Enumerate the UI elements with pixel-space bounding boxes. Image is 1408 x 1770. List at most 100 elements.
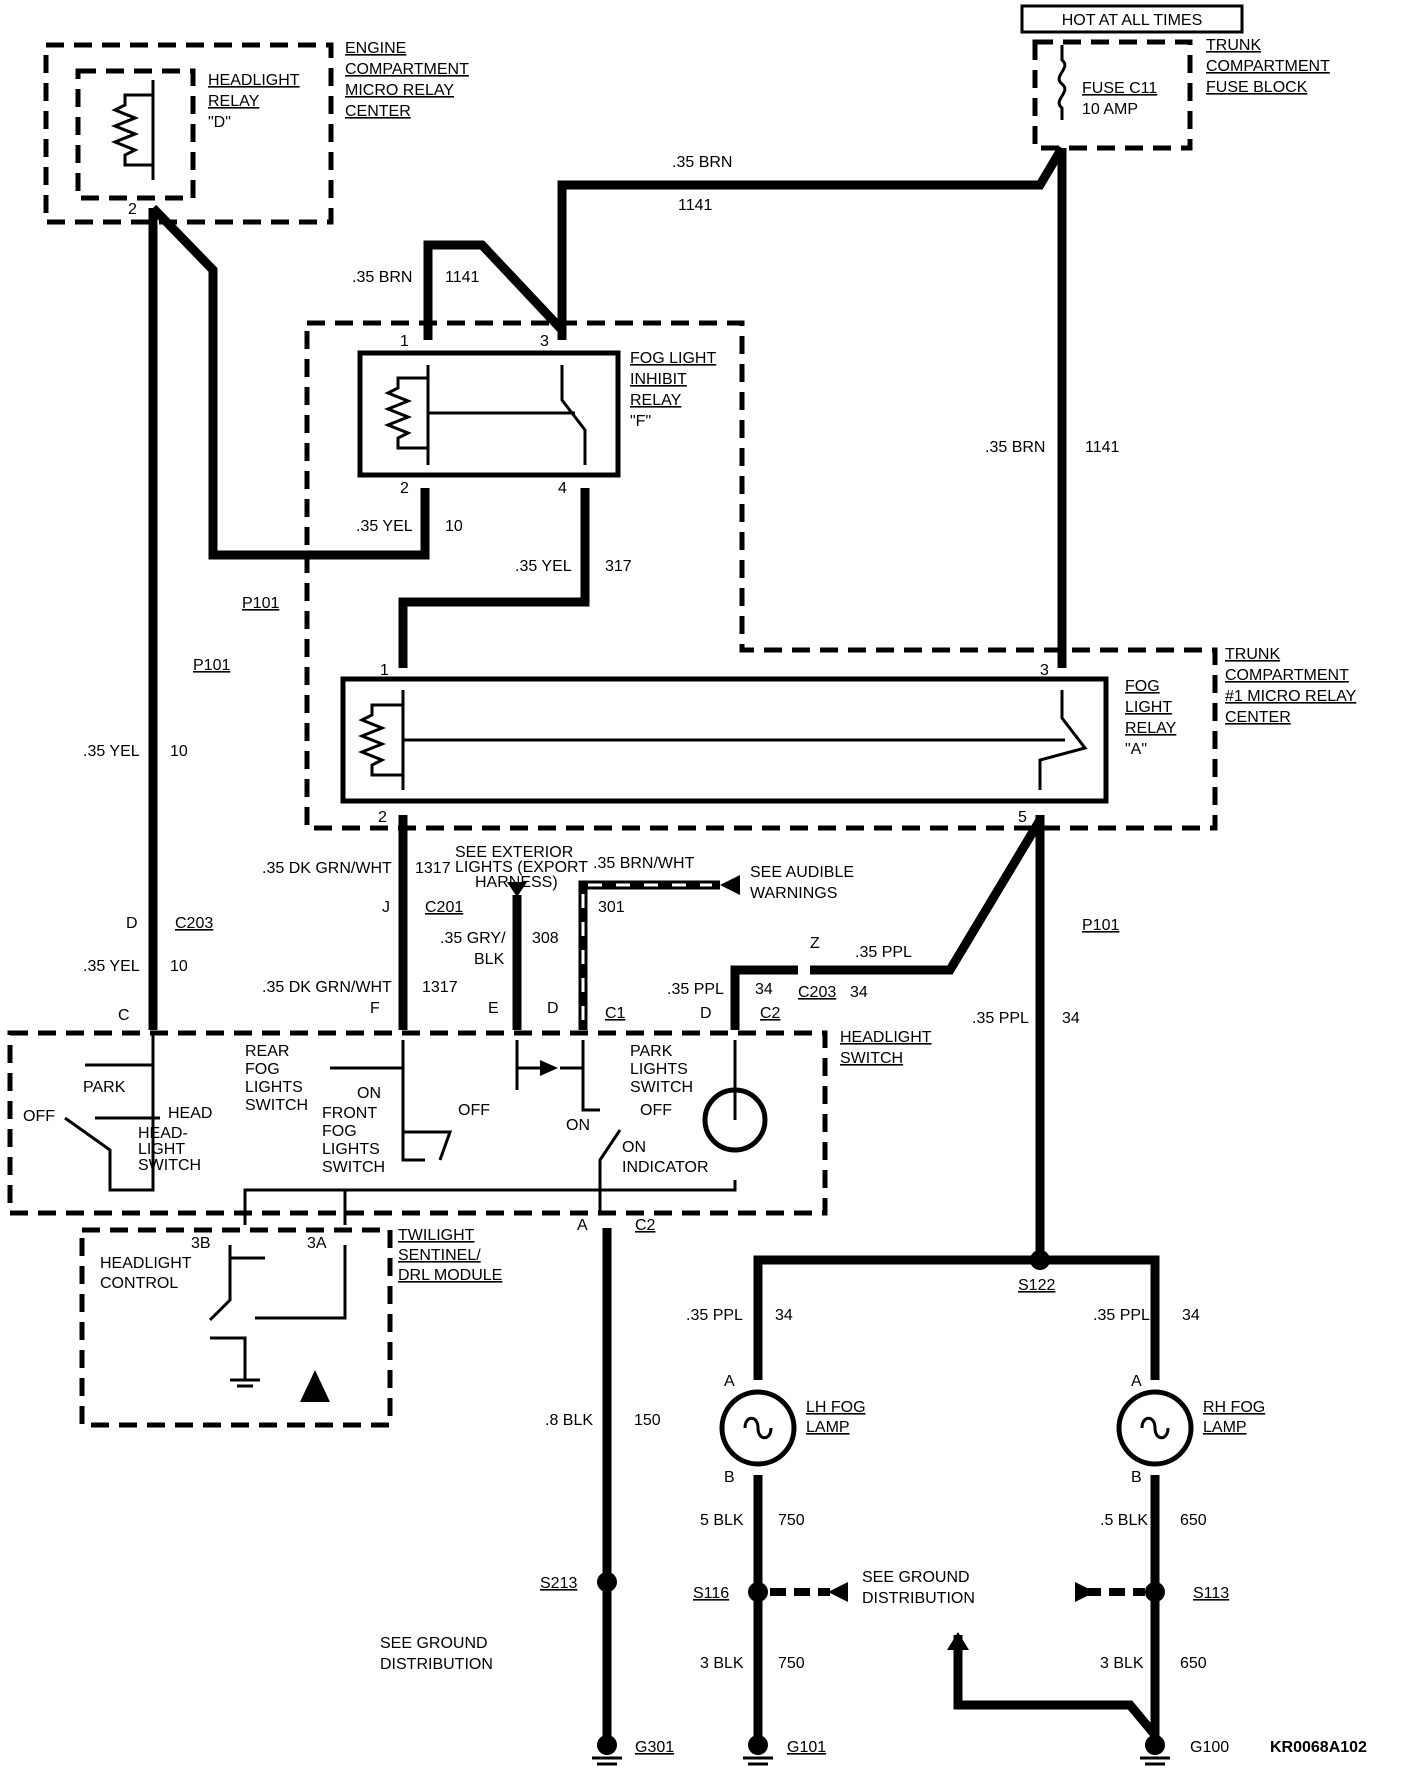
front-fog-4: SWITCH [322, 1159, 385, 1176]
trunk-fuse-block-box [1032, 39, 1193, 151]
p101-label-2: P101 [193, 657, 230, 674]
s116-dot [748, 1582, 768, 1602]
hs-off: OFF [23, 1108, 55, 1125]
twilight-label-2: SENTINEL/ [398, 1247, 481, 1264]
indicator-on: ON [622, 1139, 646, 1156]
trunk-relay-center-box [304, 320, 1218, 831]
inhibit-pin-4: 4 [558, 480, 567, 497]
trunk-relay-label-3: #1 MICRO RELAY [1225, 688, 1357, 705]
wire-code-1141-left: 1141 [445, 269, 480, 286]
ground-g100 [1140, 1735, 1170, 1766]
wire-label-yel-inhibit: .35 YEL [356, 518, 413, 535]
esd-symbol [300, 1370, 330, 1402]
fog-relay-contact [403, 690, 1088, 790]
inhibit-pin-1: 1 [400, 333, 409, 350]
lh-lamp-pin-b: B [724, 1469, 735, 1486]
fuse-rating: 10 AMP [1082, 101, 1138, 118]
front-fog-1: FRONT [322, 1105, 377, 1122]
hs-park: PARK [83, 1079, 126, 1096]
rh-lamp-label-1: RH FOG [1203, 1399, 1265, 1416]
twilight-pin-3a: 3A [307, 1235, 327, 1252]
twilight-label-1: TWILIGHT [398, 1227, 475, 1244]
c203-pin-d: D [126, 915, 138, 932]
wire-code-34-5: 34 [1182, 1307, 1200, 1324]
hot-label: HOT AT ALL TIMES [1062, 12, 1203, 29]
twilight-pin-3b: 3B [191, 1235, 211, 1252]
see-audible-1: SEE AUDIBLE [750, 864, 854, 881]
switch-pin-d2: D [700, 1005, 712, 1022]
trunk-relay-label-1: TRUNK [1225, 646, 1280, 663]
lh-fog-lamp [719, 1389, 797, 1467]
wire-code-1141-right: 1141 [1085, 439, 1120, 456]
wire-code-10-inhibit: 10 [445, 518, 463, 535]
wire-code-650-1: 650 [1180, 1512, 1207, 1529]
wire-label-blk5b: .5 BLK [1100, 1512, 1148, 1529]
wire-code-750-2: 750 [778, 1655, 805, 1672]
switch-pin-f: F [370, 1000, 380, 1017]
s113-dot [1145, 1582, 1165, 1602]
hot-label-box [1020, 4, 1244, 34]
wire-label-brnwht: .35 BRN/WHT [593, 855, 695, 872]
inhibit-pin-3: 3 [540, 333, 549, 350]
inhibit-relay-box [357, 350, 621, 478]
inhibit-relay-label-1: FOG LIGHT [630, 350, 716, 367]
p101-label-3: P101 [1082, 917, 1119, 934]
wire-label-brn-top: .35 BRN [672, 154, 732, 171]
fog-relay-label-1: FOG [1125, 678, 1160, 695]
rear-fog-4: SWITCH [245, 1097, 308, 1114]
s122-label: S122 [1018, 1277, 1055, 1294]
wire-code-301: 301 [598, 899, 625, 916]
lh-lamp-label-1: LH FOG [806, 1399, 866, 1416]
wire-code-1317-2: 1317 [422, 979, 458, 996]
wire-label-dkgrn-1: .35 DK GRN/WHT [262, 860, 392, 877]
front-fog-off: OFF [458, 1102, 490, 1119]
switch-pin-d: D [547, 1000, 559, 1017]
rear-fog-1: REAR [245, 1043, 289, 1060]
rear-fog-2: FOG [245, 1061, 280, 1078]
headlight-relay-box [75, 68, 196, 201]
twilight-ground [230, 1378, 260, 1388]
s213-label: S213 [540, 1575, 577, 1592]
park-lights-3: SWITCH [630, 1079, 693, 1096]
ground-g101 [743, 1735, 773, 1766]
wire-yel-317 [398, 488, 590, 668]
lh-lamp-label-2: LAMP [806, 1419, 850, 1436]
headlight-switch-title-2: SWITCH [840, 1050, 903, 1067]
s113-label: S113 [1193, 1585, 1229, 1602]
headlight-relay-label-3: "D" [208, 114, 231, 131]
front-fog-2: FOG [322, 1123, 357, 1140]
fog-relay-pin-1: 1 [380, 662, 389, 679]
ground-dist-s116-arrow [828, 1582, 848, 1602]
wire-label-gry-2: BLK [474, 951, 505, 968]
engine-label-1: ENGINE [345, 40, 406, 57]
wire-label-brn-left: .35 BRN [352, 269, 412, 286]
p101-label-1: P101 [242, 595, 279, 612]
s213-dot [597, 1572, 617, 1592]
wire-code-317: 317 [605, 558, 632, 575]
see-exterior-2: LIGHTS (EXPORT [455, 859, 588, 876]
see-audible-2: WARNINGS [750, 885, 837, 902]
wire-code-750-1: 750 [778, 1512, 805, 1529]
switch-internals [64, 1033, 737, 1225]
twilight-internals [208, 1245, 347, 1380]
headlight-switch-title-1: HEADLIGHT [840, 1029, 932, 1046]
rh-lamp-label-2: LAMP [1203, 1419, 1247, 1436]
trunk-relay-label-2: COMPARTMENT [1225, 667, 1349, 684]
wire-ppl-34-switch [810, 817, 1044, 975]
see-ground-2b: DISTRIBUTION [380, 1656, 493, 1673]
park-lights-2: LIGHTS [630, 1061, 688, 1078]
inhibit-relay-label-2: INHIBIT [630, 371, 687, 388]
headlight-control-1: HEADLIGHT [100, 1255, 192, 1272]
wire-code-34-1: 34 [850, 984, 868, 1001]
headlight-relay-label-1: HEADLIGHT [208, 72, 300, 89]
headlight-control-2: CONTROL [100, 1275, 178, 1292]
engine-label-3: MICRO RELAY [345, 82, 454, 99]
fog-relay-coil [357, 690, 405, 790]
see-ground-1b: DISTRIBUTION [862, 1590, 975, 1607]
inhibit-relay-contact [428, 365, 587, 465]
wire-label-ppl-3: .35 PPL [972, 1010, 1029, 1027]
engine-label-4: CENTER [345, 103, 411, 120]
c201-label: C201 [425, 899, 463, 916]
wire-label-yel-317: .35 YEL [515, 558, 572, 575]
trunk-fuse-label-3: FUSE BLOCK [1206, 79, 1308, 96]
